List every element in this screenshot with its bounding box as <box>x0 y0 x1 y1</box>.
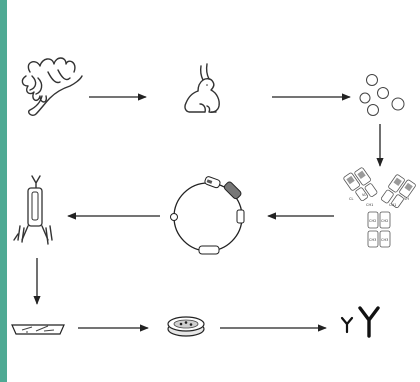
chain-label-ch2-right: CH2 <box>381 219 388 223</box>
chain-label-ch1-right: CH1 <box>389 203 396 207</box>
antibody-chains-icon: CL VL CH1 VH CH1 CH2 CH2 CH3 CH3 <box>343 165 416 247</box>
chain-label-ch2-left: CH2 <box>369 219 376 223</box>
rabbit-icon <box>185 64 219 112</box>
chain-label-cl: CL <box>349 197 353 201</box>
petri-dish-colonies-icon <box>168 317 204 336</box>
antigen-protein-coil-icon <box>22 58 82 115</box>
chain-label-vh: VH <box>404 197 409 201</box>
chain-label-ch1-left: CH1 <box>366 203 373 207</box>
chain-label-ch3-left: CH3 <box>369 238 376 242</box>
phage-display-icon <box>14 176 52 244</box>
b-cells-icon <box>360 75 404 116</box>
antibody-pair-icon <box>342 308 378 336</box>
chain-label-vl: VL <box>362 193 366 197</box>
culture-dish-icon <box>12 325 64 334</box>
plasmid-vector-icon <box>171 176 245 254</box>
chain-label-ch3-right: CH3 <box>381 238 388 242</box>
